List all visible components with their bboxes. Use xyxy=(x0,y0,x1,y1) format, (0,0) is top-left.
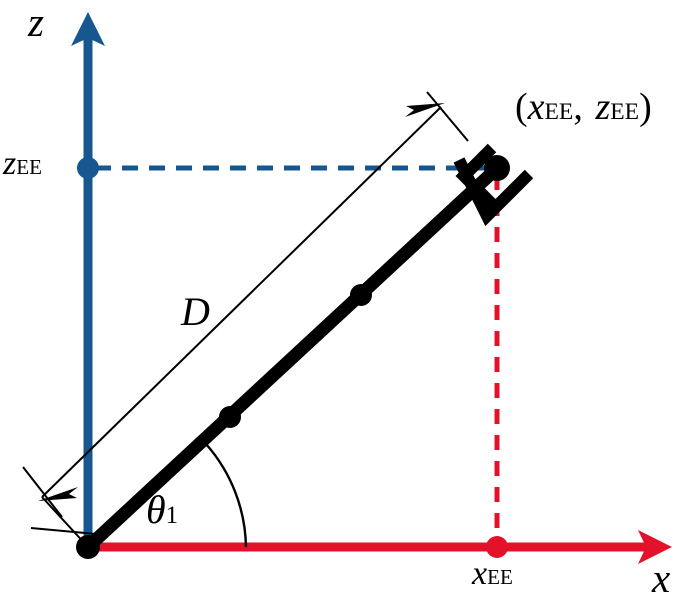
dimension-arrow-end-icon xyxy=(405,103,445,117)
x-axis-group xyxy=(88,530,672,564)
end-effector-marker xyxy=(484,155,510,181)
z-ee-label: zEE xyxy=(3,145,42,182)
z-axis-label: z xyxy=(28,0,44,45)
end-effector-coordinate-label: (xEE, zEE) xyxy=(515,86,652,128)
angle-arc xyxy=(205,443,248,548)
x-ee-label: xEE xyxy=(472,555,513,592)
dimension-line xyxy=(41,106,442,498)
joint-angle-label: θ1 xyxy=(146,487,179,532)
arm-joint-marker-1 xyxy=(219,406,241,428)
origin-joint-marker xyxy=(76,535,100,559)
link-distance-label: D xyxy=(181,289,210,334)
dimension-extension-origin xyxy=(30,527,97,535)
gripper-prong-lower xyxy=(453,157,534,227)
x-axis-label: x xyxy=(652,555,671,601)
gripper-icon xyxy=(453,143,534,227)
z-axis-group xyxy=(71,12,105,547)
arm-joint-marker-2 xyxy=(350,284,372,306)
x-ee-axis-marker xyxy=(486,536,508,558)
z-axis-arrow-icon xyxy=(71,12,105,46)
dimension-extension-tick-start xyxy=(22,466,63,518)
x-axis-arrow-icon xyxy=(638,530,672,564)
z-ee-axis-marker xyxy=(77,157,99,179)
dimension-extension-tick-end xyxy=(426,91,469,142)
arm-link xyxy=(83,166,499,552)
